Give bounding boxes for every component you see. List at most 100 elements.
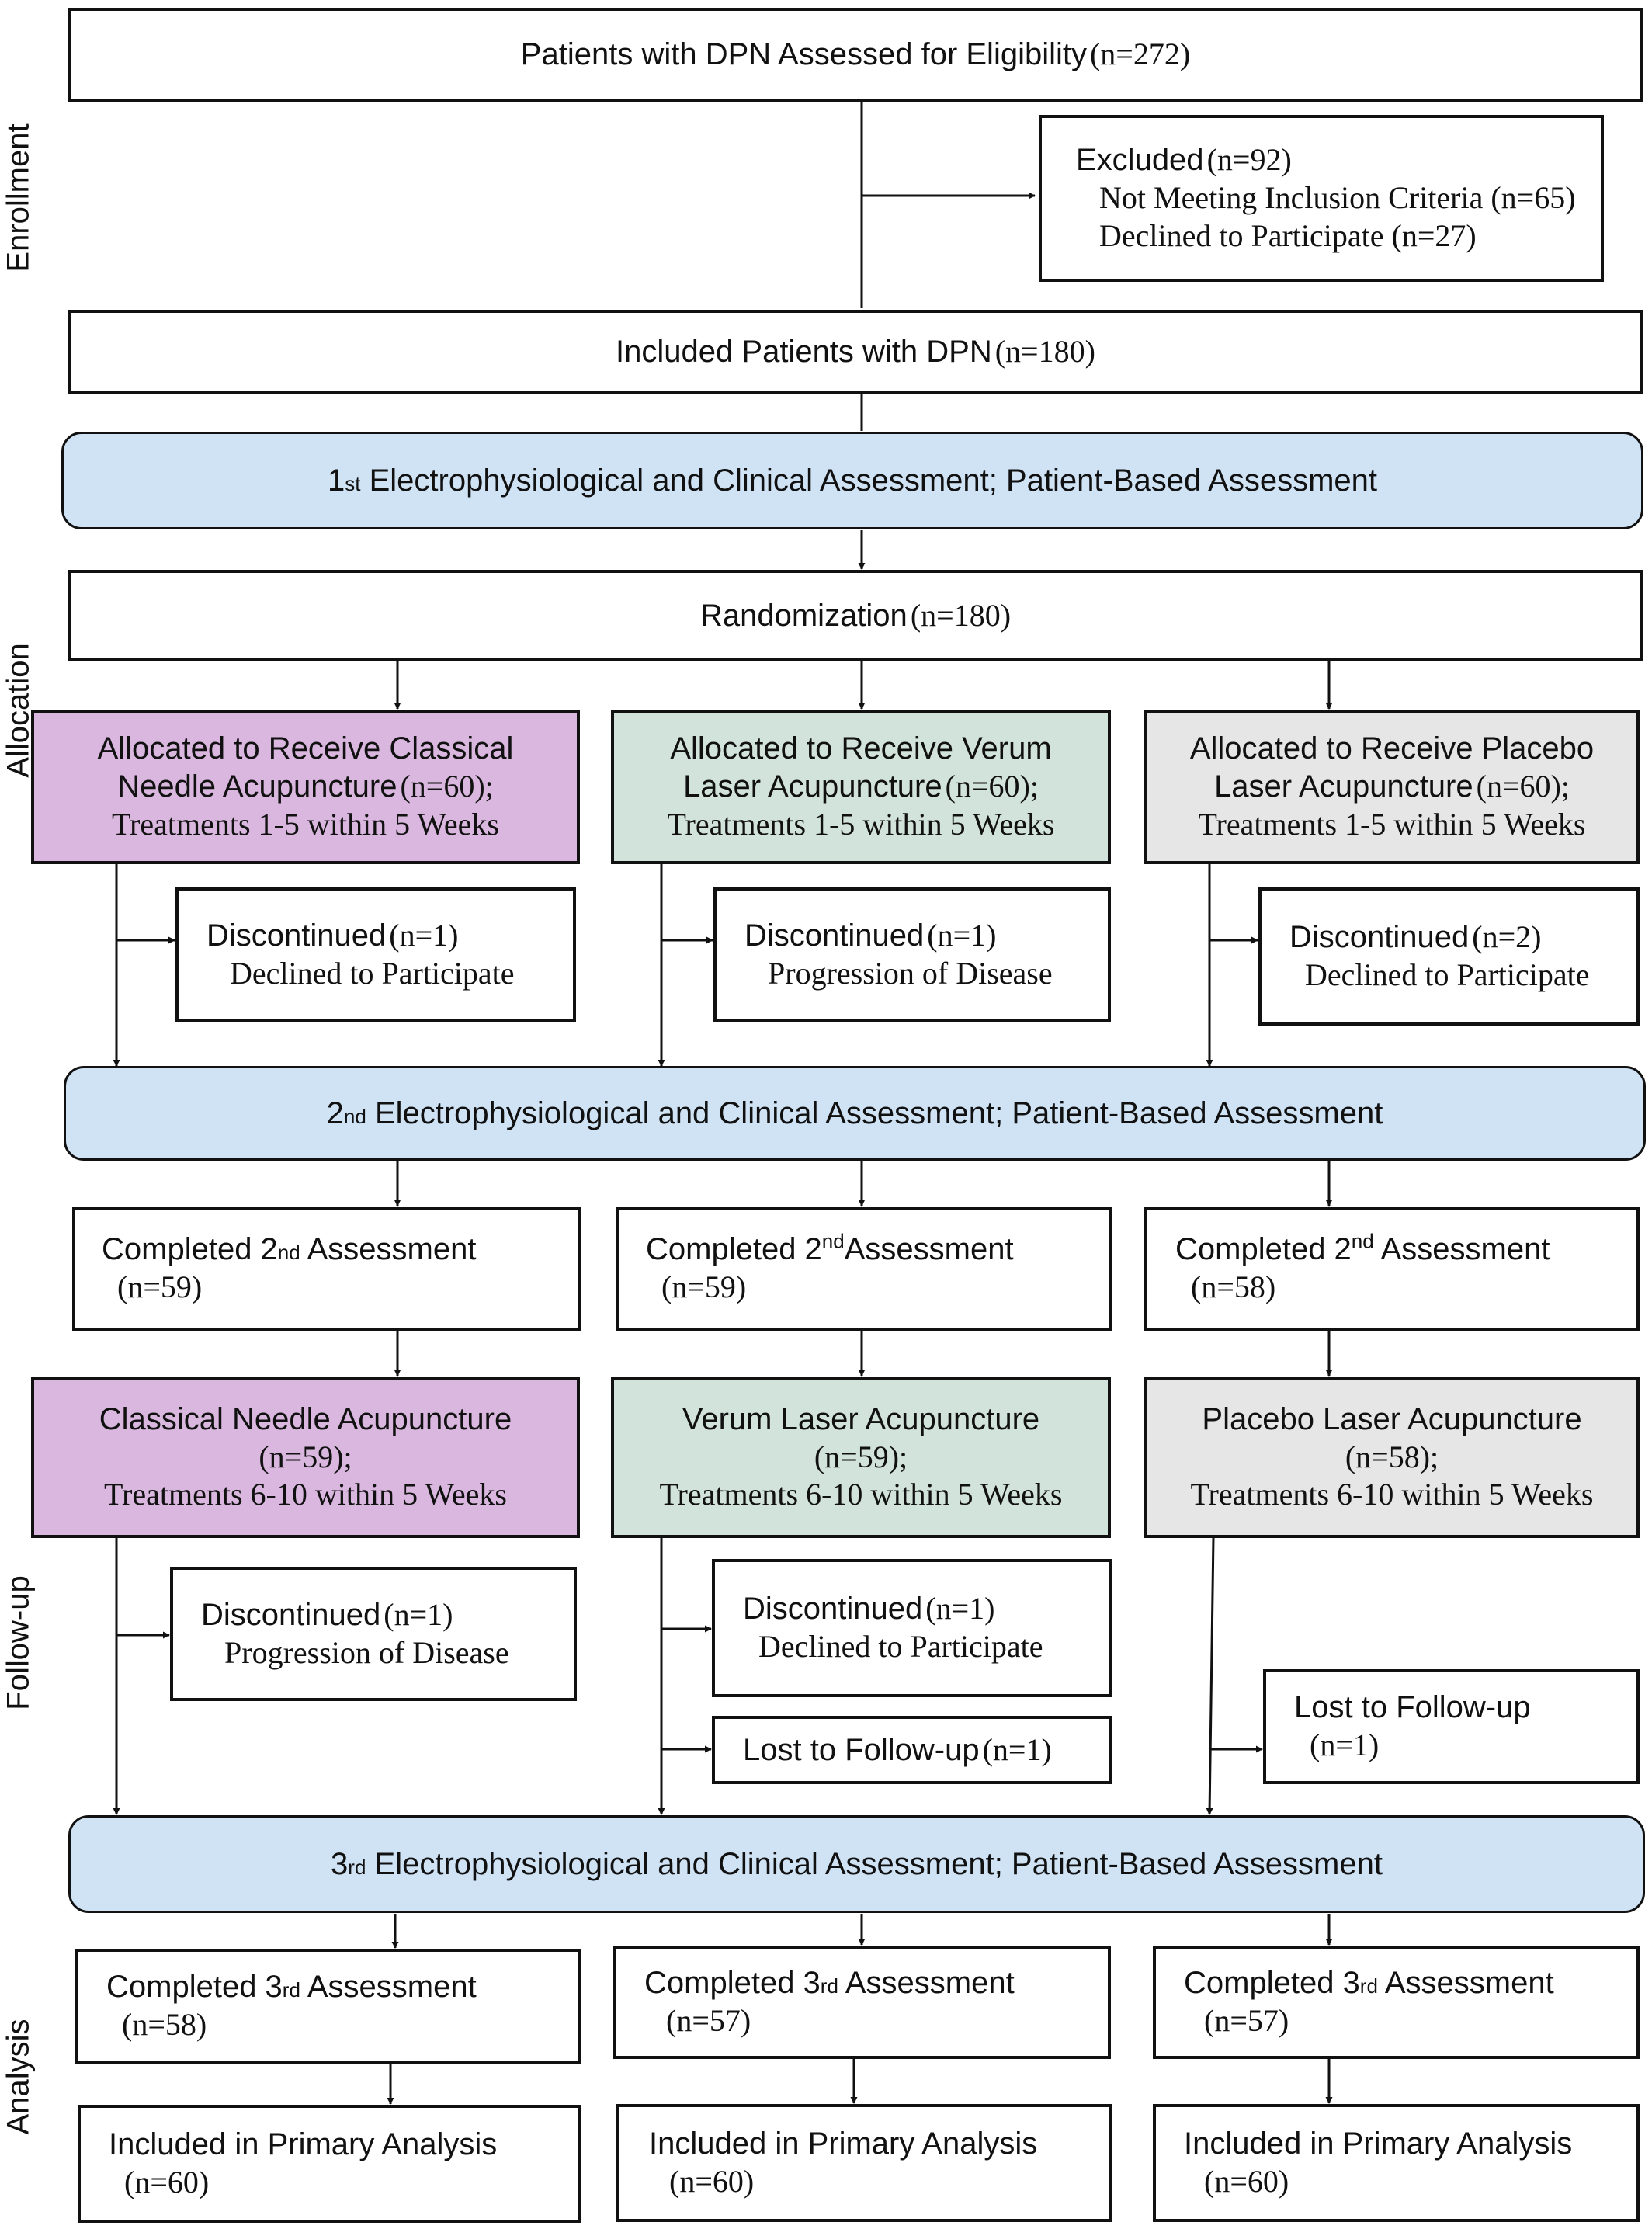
alloc-needle-n: (n=60); — [400, 769, 494, 804]
comp3-verum-n: (n=57) — [666, 2003, 751, 2038]
lost-placebo-label: Lost to Follow-up — [1294, 1690, 1531, 1725]
primary-needle-n: (n=60) — [124, 2165, 210, 2199]
phase2-verum-treatments: Treatments 6-10 within 5 Weeks — [659, 1477, 1063, 1512]
discontinued2-verum-box: Discontinued (n=1) Declined to Participa… — [712, 1559, 1112, 1697]
comp3-needle-post: Assessment — [300, 1970, 477, 2005]
disc1-verum-reason: Progression of Disease — [768, 955, 1053, 991]
primary-verum-box: Included in Primary Analysis (n=60) — [616, 2104, 1112, 2222]
third-assessment-text: Electrophysiological and Clinical Assess… — [374, 1846, 1383, 1881]
second-assessment-box: 2nd Electrophysiological and Clinical As… — [64, 1066, 1646, 1161]
alloc-needle-box: Allocated to Receive Classical Needle Ac… — [31, 710, 580, 864]
disc1-needle-label: Discontinued — [206, 918, 387, 953]
comp3-placebo-n: (n=57) — [1204, 2003, 1289, 2038]
phase2-needle-treatments: Treatments 6-10 within 5 Weeks — [104, 1477, 507, 1512]
excluded-reason-declined: Declined to Participate (n=27) — [1099, 217, 1477, 253]
disc2-verum-n: (n=1) — [925, 1591, 995, 1627]
comp3-verum-pre: Completed 3 — [644, 1966, 821, 2001]
comp3-verum-post: Assessment — [838, 1966, 1015, 2001]
lost-placebo-box: Lost to Follow-up (n=1) — [1263, 1669, 1640, 1784]
phase2-placebo-title: Placebo Laser Acupuncture — [1202, 1401, 1582, 1436]
comp3-placebo-post: Assessment — [1377, 1966, 1554, 2001]
comp2-placebo-n: (n=58) — [1191, 1269, 1276, 1304]
alloc-verum-treatments: Treatments 1-5 within 5 Weeks — [667, 806, 1055, 842]
discontinued-needle-box: Discontinued (n=1) Declined to Participa… — [175, 887, 576, 1022]
first-assessment-ordinal: 1 — [327, 463, 345, 498]
arrow-placebo-to-assessment3 — [1206, 1536, 1215, 1815]
comp2-verum-n: (n=59) — [661, 1269, 747, 1304]
alloc-placebo-line2: Laser Acupuncture — [1214, 769, 1473, 804]
alloc-placebo-treatments: Treatments 1-5 within 5 Weeks — [1198, 806, 1586, 842]
disc2-needle-reason: Progression of Disease — [224, 1634, 509, 1670]
disc2-verum-label: Discontinued — [743, 1592, 923, 1627]
disc2-needle-label: Discontinued — [201, 1597, 381, 1632]
comp3-verum-suffix: rd — [820, 1974, 838, 1998]
alloc-verum-n: (n=60); — [945, 769, 1039, 804]
comp3-needle-n: (n=58) — [122, 2007, 207, 2042]
phase2-verum-box: Verum Laser Acupuncture (n=59); Treatmen… — [611, 1377, 1111, 1538]
second-assessment-suffix: nd — [343, 1104, 366, 1128]
assessed-n: (n=272) — [1089, 36, 1191, 72]
comp2-placebo-post: Assessment — [1373, 1232, 1550, 1267]
disc1-placebo-label: Discontinued — [1289, 920, 1470, 955]
third-assessment-box: 3rd Electrophysiological and Clinical As… — [68, 1815, 1645, 1913]
comp2-needle-box: Completed 2nd Assessment (n=59) — [72, 1207, 581, 1331]
primary-placebo-box: Included in Primary Analysis (n=60) — [1153, 2104, 1640, 2222]
phase-label-follow-up: Follow-up — [1, 1575, 36, 1710]
third-assessment-ordinal: 3 — [331, 1846, 349, 1881]
primary-placebo-label: Included in Primary Analysis — [1184, 2127, 1573, 2161]
alloc-verum-box: Allocated to Receive Verum Laser Acupunc… — [611, 710, 1111, 864]
comp2-needle-n: (n=59) — [117, 1269, 203, 1304]
disc1-needle-reason: Declined to Participate — [230, 955, 515, 991]
phase2-placebo-n: (n=58); — [1345, 1439, 1439, 1474]
alloc-needle-line1: Allocated to Receive Classical — [97, 731, 514, 766]
discontinued-placebo-box: Discontinued (n=2) Declined to Participa… — [1258, 887, 1640, 1026]
comp2-needle-post: Assessment — [300, 1232, 477, 1267]
disc1-verum-n: (n=1) — [927, 917, 997, 953]
phase-label-enrollment: Enrollment — [1, 123, 36, 273]
disc2-verum-reason: Declined to Participate — [758, 1629, 1043, 1664]
disc2-needle-n: (n=1) — [384, 1596, 453, 1632]
excluded-box: Excluded (n=92) Not Meeting Inclusion Cr… — [1039, 115, 1604, 282]
phase2-verum-title: Verum Laser Acupuncture — [682, 1401, 1040, 1436]
phase2-placebo-box: Placebo Laser Acupuncture (n=58); Treatm… — [1144, 1377, 1640, 1538]
comp3-needle-box: Completed 3rd Assessment (n=58) — [75, 1949, 581, 2064]
included-patients-box: Included Patients with DPN (n=180) — [68, 310, 1643, 394]
discontinued-verum-box: Discontinued (n=1) Progression of Diseas… — [713, 887, 1111, 1022]
disc1-verum-label: Discontinued — [744, 918, 925, 953]
phase2-placebo-treatments: Treatments 6-10 within 5 Weeks — [1190, 1477, 1594, 1512]
first-assessment-suffix: st — [345, 471, 361, 495]
phase2-needle-title: Classical Needle Acupuncture — [99, 1401, 512, 1436]
comp2-verum-suffix: nd — [821, 1229, 845, 1253]
primary-placebo-n: (n=60) — [1204, 2164, 1289, 2199]
primary-needle-label: Included in Primary Analysis — [109, 2127, 498, 2162]
excluded-reason-criteria: Not Meeting Inclusion Criteria (n=65) — [1099, 180, 1576, 216]
phase-label-analysis: Analysis — [1, 2019, 36, 2135]
comp3-verum-box: Completed 3rd Assessment (n=57) — [613, 1946, 1111, 2059]
comp3-placebo-box: Completed 3rd Assessment (n=57) — [1153, 1946, 1640, 2059]
comp2-placebo-pre: Completed 2 — [1175, 1232, 1352, 1267]
comp2-verum-box: Completed 2ndAssessment (n=59) — [616, 1207, 1112, 1331]
comp3-needle-pre: Completed 3 — [106, 1970, 283, 2005]
phase2-verum-n: (n=59); — [814, 1439, 908, 1474]
primary-verum-label: Included in Primary Analysis — [649, 2127, 1038, 2161]
comp2-verum-pre: Completed 2 — [646, 1232, 822, 1267]
disc1-placebo-reason: Declined to Participate — [1305, 957, 1590, 992]
alloc-placebo-line1: Allocated to Receive Placebo — [1189, 731, 1595, 766]
first-assessment-text: Electrophysiological and Clinical Assess… — [369, 463, 1378, 498]
comp2-placebo-suffix: nd — [1351, 1229, 1374, 1253]
excluded-n: (n=92) — [1206, 142, 1292, 178]
second-assessment-ordinal: 2 — [326, 1095, 344, 1130]
comp3-placebo-pre: Completed 3 — [1184, 1966, 1360, 2001]
lost-verum-box: Lost to Follow-up (n=1) — [712, 1716, 1112, 1784]
randomization-box: Randomization (n=180) — [68, 570, 1643, 661]
comp2-placebo-box: Completed 2nd Assessment (n=58) — [1144, 1207, 1640, 1331]
alloc-verum-line2: Laser Acupuncture — [683, 769, 942, 804]
discontinued2-needle-box: Discontinued (n=1) Progression of Diseas… — [170, 1567, 577, 1701]
included-n: (n=180) — [994, 333, 1095, 369]
randomization-label: Randomization — [699, 598, 908, 633]
excluded-label: Excluded — [1076, 143, 1204, 178]
first-assessment-box: 1st Electrophysiological and Clinical As… — [61, 432, 1643, 529]
alloc-placebo-box: Allocated to Receive Placebo Laser Acupu… — [1144, 710, 1640, 864]
disc1-needle-n: (n=1) — [389, 917, 459, 953]
